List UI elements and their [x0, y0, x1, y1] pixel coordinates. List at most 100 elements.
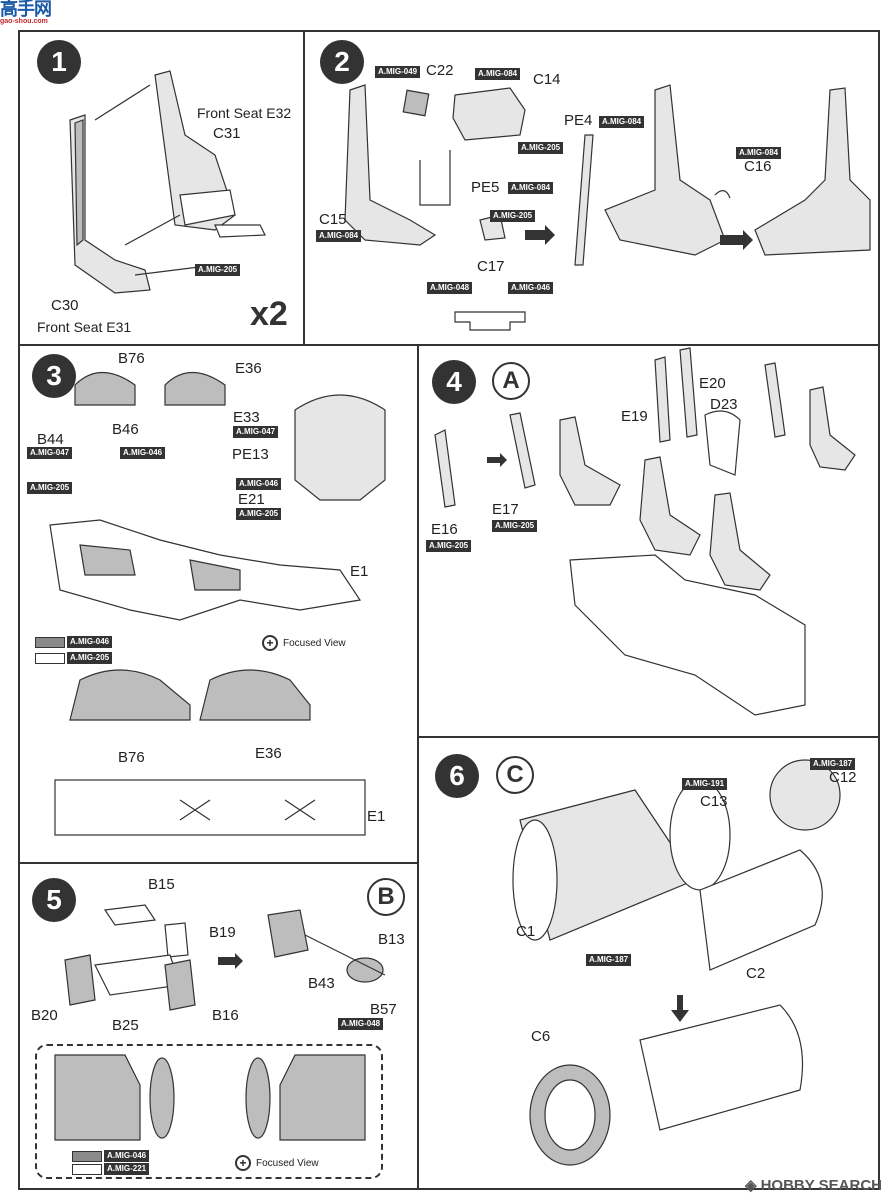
- paint-tag-c14: A.MIG-084: [475, 68, 521, 80]
- hobby-search-brand: HOBBY SEARCH: [760, 1176, 882, 1194]
- paint-tag-c17-a: A.MIG-048: [427, 282, 473, 294]
- label-b57: B57: [370, 1001, 397, 1018]
- seat-detail-illustration: [344, 84, 871, 331]
- magnifier-plus-icon: +: [262, 635, 278, 651]
- label-c16: C16: [744, 158, 772, 175]
- label-e17: E17: [492, 501, 519, 518]
- label-b76-focus: B76: [118, 749, 145, 766]
- paint-tag-c14-b: A.MIG-205: [518, 142, 564, 154]
- label-pe13: PE13: [232, 446, 269, 463]
- step-letter-badge: C: [496, 756, 534, 794]
- swatch-dark: [35, 636, 65, 648]
- stick-detail-illustration: [54, 1054, 366, 1141]
- rear-seat-assembly-illustration: [434, 347, 856, 716]
- paint-tag-pe4: A.MIG-084: [599, 116, 645, 128]
- paint-tag-e33: A.MIG-047: [233, 426, 279, 438]
- ejection-seat-assembly-illustration: [69, 70, 266, 294]
- paint-tag-c17-b: A.MIG-046: [508, 282, 554, 294]
- label-e36-focus: E36: [255, 745, 282, 762]
- paint-tag-pe5: A.MIG-084: [508, 182, 554, 194]
- magnifier-plus-icon: +: [235, 1155, 251, 1171]
- label-e33: E33: [233, 409, 260, 426]
- swatch-dark: [72, 1150, 102, 1162]
- focused-view-label: Focused View: [283, 637, 346, 649]
- label-b20: B20: [31, 1007, 58, 1024]
- label-c31: C31: [213, 125, 241, 142]
- exhaust-nozzle-illustration: [512, 759, 841, 1166]
- focused-view-panel: [35, 1044, 383, 1179]
- paint-tag-c22: A.MIG-049: [375, 66, 421, 78]
- step-number: 5: [32, 878, 76, 922]
- step-number: 6: [435, 754, 479, 798]
- label-e36: E36: [235, 360, 262, 377]
- paint-tag-b57: A.MIG-048: [338, 1018, 384, 1030]
- label-c30: C30: [51, 297, 79, 314]
- hobby-search-watermark: ◈ HOBBY SEARCH: [745, 1176, 882, 1195]
- step-number: 1: [37, 40, 81, 84]
- swatch-tag: A.MIG-046: [104, 1150, 150, 1162]
- paint-tag-c15: A.MIG-084: [316, 230, 362, 242]
- swatch-tag: A.MIG-205: [67, 652, 113, 664]
- paint-tag-e16: A.MIG-205: [426, 540, 472, 552]
- label-c2: C2: [746, 965, 766, 982]
- label-b76: B76: [118, 350, 145, 367]
- step-number: 2: [320, 40, 364, 84]
- label-c15: C15: [319, 211, 347, 228]
- label-front-seat-e32: Front Seat E32: [197, 105, 292, 121]
- label-b46: B46: [112, 421, 139, 438]
- divider-h-left: [20, 862, 417, 864]
- control-stick-assembly-illustration: [64, 904, 386, 1011]
- paint-swatch-mig221: A.MIG-221: [72, 1163, 150, 1175]
- focused-view-label: Focused View: [256, 1157, 319, 1169]
- label-c22: C22: [426, 62, 454, 79]
- label-e21: E21: [238, 491, 265, 508]
- label-b16: B16: [212, 1007, 239, 1024]
- site-watermark-logo: 高手网 gao-shou.com: [0, 0, 52, 25]
- watermark-url: gao-shou.com: [0, 18, 48, 25]
- label-b44: B44: [37, 431, 64, 448]
- step-number: 4: [432, 360, 476, 404]
- label-pe4: PE4: [564, 112, 593, 129]
- paint-swatch-mig205: A.MIG-205: [35, 652, 113, 664]
- divider-h-top: [20, 344, 878, 346]
- swatch-tag: A.MIG-221: [104, 1163, 150, 1175]
- label-e16: E16: [431, 521, 458, 538]
- divider-h-right: [419, 736, 878, 738]
- paint-tag-mig205: A.MIG-205: [195, 264, 241, 276]
- label-pe5: PE5: [471, 179, 500, 196]
- label-c17: C17: [477, 258, 505, 275]
- paint-tag-c13: A.MIG-191: [682, 778, 728, 790]
- instruction-sheet-frame: [18, 30, 880, 1190]
- paint-tag-b46: A.MIG-046: [120, 447, 166, 459]
- paint-tag-pe13: A.MIG-046: [236, 478, 282, 490]
- swatch-tag: A.MIG-046: [67, 636, 113, 648]
- cockpit-tub-illustration: [49, 372, 386, 836]
- quantity-multiplier: x2: [250, 295, 288, 333]
- paint-swatch-mig046: A.MIG-046: [72, 1150, 150, 1162]
- swatch-light: [35, 652, 65, 664]
- focused-view-caption: + Focused View: [235, 1155, 319, 1171]
- label-b13: B13: [378, 931, 405, 948]
- divider-v-mid: [417, 346, 419, 1188]
- label-e20: E20: [699, 375, 726, 392]
- hobby-search-logo-icon: ◈: [745, 1177, 757, 1194]
- label-e1-focus: E1: [367, 808, 386, 825]
- paint-tag-c16: A.MIG-084: [736, 147, 782, 159]
- label-b25: B25: [112, 1017, 139, 1034]
- label-c12: C12: [829, 769, 857, 786]
- paint-tag-e17: A.MIG-205: [492, 520, 538, 532]
- step-number: 3: [32, 354, 76, 398]
- label-b15: B15: [148, 876, 175, 893]
- paint-tag-c12: A.MIG-187: [810, 758, 856, 770]
- step-letter-badge: B: [367, 878, 405, 916]
- paint-swatch-mig046: A.MIG-046: [35, 636, 113, 648]
- divider-v-top: [303, 32, 305, 345]
- paint-tag-e21: A.MIG-205: [236, 508, 282, 520]
- label-d23: D23: [710, 396, 738, 413]
- label-c13: C13: [700, 793, 728, 810]
- paint-tag-c1: A.MIG-187: [586, 954, 632, 966]
- paint-tag-left205: A.MIG-205: [27, 482, 73, 494]
- label-c14: C14: [533, 71, 561, 88]
- focused-view-caption: + Focused View: [262, 635, 346, 651]
- watermark-logo-text: 高手网: [0, 0, 52, 19]
